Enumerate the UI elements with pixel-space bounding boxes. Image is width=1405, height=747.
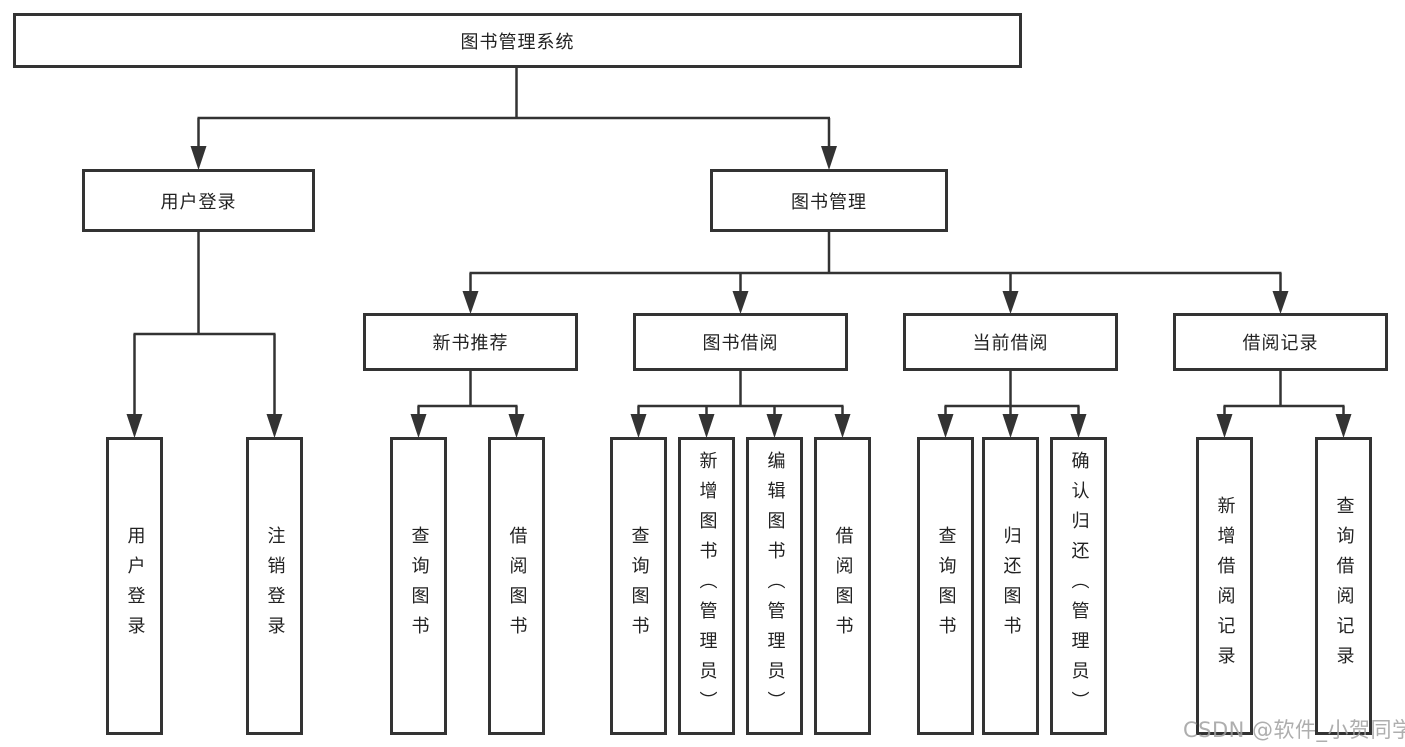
leaf-borrow-edit-book-label: 编辑图书（管理员） — [764, 451, 786, 721]
leaf-records-add: 新增借阅记录 — [1196, 437, 1253, 735]
leaf-user-login-label: 用户登录 — [124, 526, 146, 646]
leaf-newbook-borrow-label: 借阅图书 — [506, 526, 528, 646]
leaf-newbook-borrow: 借阅图书 — [488, 437, 545, 735]
leaf-current-query: 查询图书 — [917, 437, 974, 735]
leaf-current-query-label: 查询图书 — [935, 526, 957, 646]
node-book-borrow-label: 图书借阅 — [702, 333, 779, 354]
leaf-borrow-add-book: 新增图书（管理员） — [678, 437, 735, 735]
node-borrow-records: 借阅记录 — [1173, 313, 1388, 371]
node-user-login: 用户登录 — [82, 169, 315, 232]
leaf-borrow-query-label: 查询图书 — [628, 526, 650, 646]
leaf-borrow-add-book-label: 新增图书（管理员） — [696, 451, 718, 721]
node-current-borrow-label: 当前借阅 — [972, 333, 1049, 354]
leaf-records-query-label: 查询借阅记录 — [1333, 496, 1355, 676]
leaf-current-confirm-return: 确认归还（管理员） — [1050, 437, 1107, 735]
node-root: 图书管理系统 — [13, 13, 1022, 68]
leaf-newbook-query-label: 查询图书 — [408, 526, 430, 646]
node-root-label: 图书管理系统 — [460, 31, 575, 53]
leaf-logout-label: 注销登录 — [264, 526, 286, 646]
leaf-current-return: 归还图书 — [982, 437, 1039, 735]
node-book-management-label: 图书管理 — [791, 191, 867, 213]
leaf-records-query: 查询借阅记录 — [1315, 437, 1372, 735]
watermark: CSDN @软件_小贺同学 — [1183, 718, 1405, 742]
arrowhead-icons — [126, 146, 1352, 438]
leaf-borrow-borrow-book-label: 借阅图书 — [832, 526, 854, 646]
node-borrow-records-label: 借阅记录 — [1242, 333, 1319, 354]
leaf-records-add-label: 新增借阅记录 — [1214, 496, 1236, 676]
leaf-newbook-query: 查询图书 — [390, 437, 447, 735]
leaf-borrow-edit-book: 编辑图书（管理员） — [746, 437, 803, 735]
node-book-borrow: 图书借阅 — [633, 313, 848, 371]
node-current-borrow: 当前借阅 — [903, 313, 1118, 371]
leaf-current-return-label: 归还图书 — [1000, 526, 1022, 646]
node-book-management: 图书管理 — [710, 169, 948, 232]
leaf-current-confirm-return-label: 确认归还（管理员） — [1068, 451, 1090, 721]
node-new-book-recommend: 新书推荐 — [363, 313, 578, 371]
leaf-user-login: 用户登录 — [106, 437, 163, 735]
leaf-logout: 注销登录 — [246, 437, 303, 735]
node-user-login-label: 用户登录 — [160, 191, 237, 213]
leaf-borrow-query: 查询图书 — [610, 437, 667, 735]
leaf-borrow-borrow-book: 借阅图书 — [814, 437, 871, 735]
node-new-book-recommend-label: 新书推荐 — [432, 333, 509, 354]
